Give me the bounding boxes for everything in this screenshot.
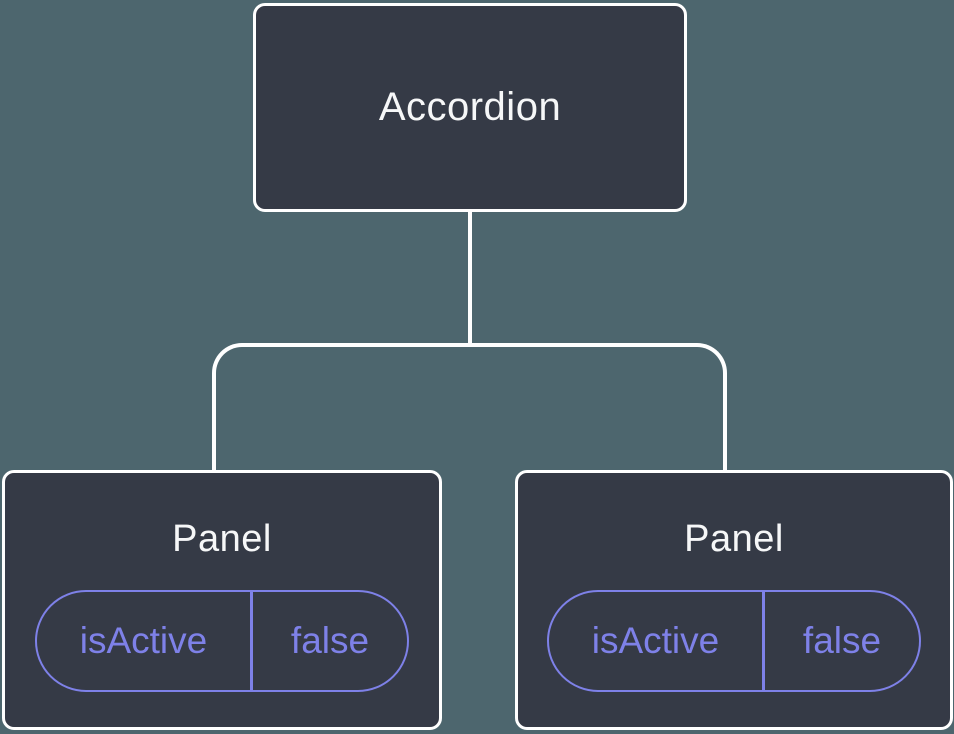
tree-connector-bracket <box>212 343 727 470</box>
state-pill: isActive false <box>547 590 921 692</box>
state-value: false <box>762 592 919 690</box>
state-name: isActive <box>591 620 720 661</box>
panel-node-label: Panel <box>684 518 784 560</box>
panel-node-left: Panel isActive false <box>2 470 442 730</box>
panel-node-right: Panel isActive false <box>515 470 953 730</box>
accordion-node-label: Accordion <box>378 85 562 129</box>
state-name: isActive <box>79 620 208 661</box>
state-pill: isActive false <box>35 590 409 692</box>
accordion-node: Accordion <box>253 3 687 212</box>
tree-connector-stem <box>468 211 472 345</box>
state-value: false <box>250 592 407 690</box>
panel-node-label: Panel <box>172 518 272 560</box>
